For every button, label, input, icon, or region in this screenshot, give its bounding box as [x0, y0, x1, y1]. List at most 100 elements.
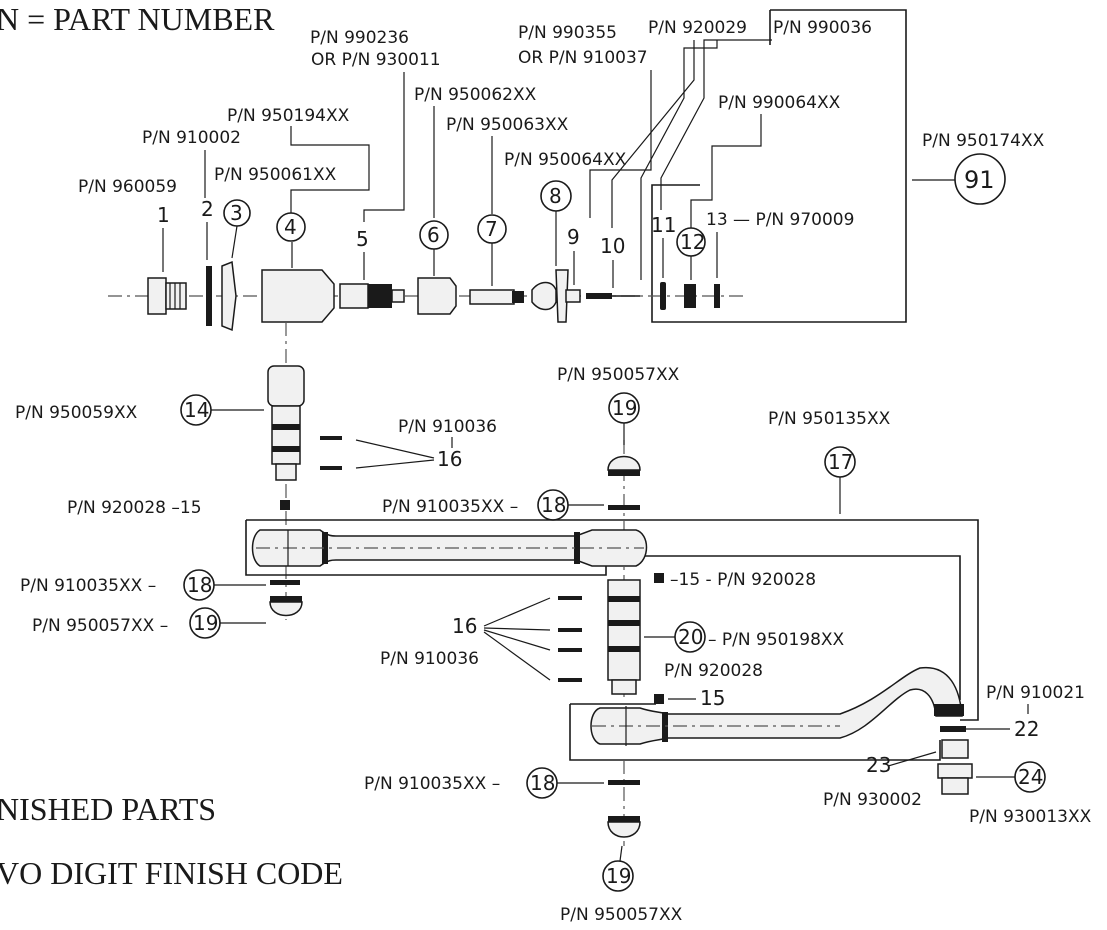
part-16-oring-a — [320, 436, 342, 440]
part-18-washer-bottom — [608, 780, 640, 785]
label-5-pn-b: OR P/N 930011 — [311, 50, 441, 70]
label-18c-pn: P/N 910035XX – — [364, 774, 500, 794]
part-16-oring-d — [558, 628, 582, 632]
part-12-spring — [684, 284, 696, 308]
label-7-num: 7 — [485, 217, 498, 241]
part-19-cap-bottom — [607, 821, 641, 838]
label-12-num: 12 — [680, 230, 705, 254]
label-14-pn: P/N 950059XX — [15, 403, 138, 423]
part-8-handle — [531, 269, 581, 323]
part-19-ring-top — [608, 470, 640, 476]
label-23-num: 23 — [866, 753, 891, 777]
part-14-valve-body — [267, 365, 305, 481]
assembly-17-outline — [246, 519, 979, 721]
label-19b-pn: P/N 950057XX – — [32, 616, 168, 636]
label-18c-num: 18 — [530, 771, 555, 795]
label-19b-num: 19 — [193, 611, 218, 635]
label-17-num: 17 — [828, 450, 853, 474]
label-6-pn: P/N 950062XX — [414, 85, 537, 105]
label-91-circle — [954, 153, 1006, 205]
part-spout-arm — [590, 666, 964, 746]
label-17-pn: P/N 950135XX — [768, 409, 891, 429]
legend-finish-code: VO DIGIT FINISH CODE — [0, 855, 343, 891]
part-1-nut — [147, 277, 187, 315]
label-16a-pn: P/N 910036 — [398, 417, 497, 437]
label-16a-num: 16 — [437, 447, 462, 471]
part-18-washer-left — [270, 580, 300, 585]
part-15-seal-right — [654, 573, 664, 583]
label-21-pn: P/N 910021 — [986, 683, 1085, 703]
part-13-seat — [714, 284, 720, 308]
part-16-oring-c — [558, 596, 582, 600]
label-7-pn: P/N 950063XX — [446, 115, 569, 135]
label-1-pn: P/N 960059 — [78, 177, 177, 197]
legend-finished-parts: NISHED PARTS — [0, 791, 216, 827]
label-18b-num: 18 — [187, 573, 212, 597]
label-9-pn-a: P/N 990355 — [518, 23, 617, 43]
label-5-num: 5 — [356, 227, 369, 251]
part-19-cap-top — [607, 455, 641, 471]
label-15c-pn: P/N 920028 — [664, 661, 763, 681]
label-2-pn: P/N 910002 — [142, 128, 241, 148]
label-10-num: 10 — [600, 234, 625, 258]
part-16-oring-e — [558, 648, 582, 652]
part-4-body — [261, 269, 335, 323]
label-24-pn: P/N 930013XX — [969, 807, 1092, 827]
part-16-oring-b — [320, 466, 342, 470]
label-20-pn: – P/N 950198XX — [708, 630, 845, 650]
label-8-pn: P/N 950064XX — [504, 150, 627, 170]
label-24-num: 24 — [1018, 765, 1043, 789]
label-18a-num: 18 — [541, 493, 566, 517]
label-10-pn: P/N 920029 — [648, 18, 747, 38]
label-14-num: 14 — [184, 398, 209, 422]
part-17-spout-body — [251, 529, 648, 567]
label-2-num: 2 — [201, 197, 214, 221]
part-7-sleeve — [469, 289, 524, 305]
part-2-washer — [206, 266, 212, 326]
part-19-ring-bottom — [608, 816, 640, 822]
label-4-pn: P/N 950194XX — [227, 106, 350, 126]
part-15-seal-lower — [654, 694, 664, 704]
label-91-num: 91 — [964, 166, 995, 194]
part-11-oring — [660, 282, 666, 310]
label-9-pn-b: OR P/N 910037 — [518, 48, 648, 68]
part-20-valve-body — [607, 579, 641, 695]
part-19-cap-left — [269, 601, 303, 617]
label-19a-pn: P/N 950057XX — [557, 365, 680, 385]
part-22-oring — [940, 726, 966, 732]
part-15-seal-left — [280, 500, 290, 510]
part-3-escutcheon — [221, 260, 237, 332]
label-23-pn: P/N 930002 — [823, 790, 922, 810]
label-9-num: 9 — [567, 225, 580, 249]
label-16b-pn: P/N 910036 — [380, 649, 479, 669]
assembly-spout-outline — [676, 555, 961, 700]
label-11-pn: P/N 990036 — [773, 18, 872, 38]
legend-part-number: N = PART NUMBER — [0, 1, 275, 37]
part-19-ring-left — [270, 596, 302, 602]
label-5-pn-a: P/N 990236 — [310, 28, 409, 48]
part-16-oring-f — [558, 678, 582, 682]
part-24-aerator-housing — [937, 763, 973, 795]
label-15c-num: 15 — [700, 686, 725, 710]
label-11-num: 11 — [651, 213, 676, 237]
label-1-num: 1 — [157, 203, 170, 227]
label-8-num: 8 — [549, 184, 562, 208]
label-19a-num: 19 — [612, 396, 637, 420]
label-19c-num: 19 — [606, 864, 631, 888]
label-12-pn: P/N 990064XX — [718, 93, 841, 113]
assembly-spout-outline-b — [569, 704, 941, 761]
part-5-stem — [339, 283, 405, 309]
part-6-cap — [417, 277, 457, 315]
label-15b: –15 - P/N 920028 — [670, 570, 816, 590]
label-19c-pn: P/N 950057XX — [560, 905, 683, 925]
label-20-num: 20 — [678, 625, 703, 649]
label-18a-pn: P/N 910035XX – — [382, 497, 518, 517]
label-91-pn: P/N 950174XX — [922, 131, 1045, 151]
label-3-pn: P/N 950061XX — [214, 165, 337, 185]
assembly-91-outline — [651, 9, 907, 323]
label-15a: P/N 920028 –15 — [67, 498, 202, 518]
label-18b-pn: P/N 910035XX – — [20, 576, 156, 596]
part-23-aerator — [941, 739, 969, 759]
label-16b-num: 16 — [452, 614, 477, 638]
